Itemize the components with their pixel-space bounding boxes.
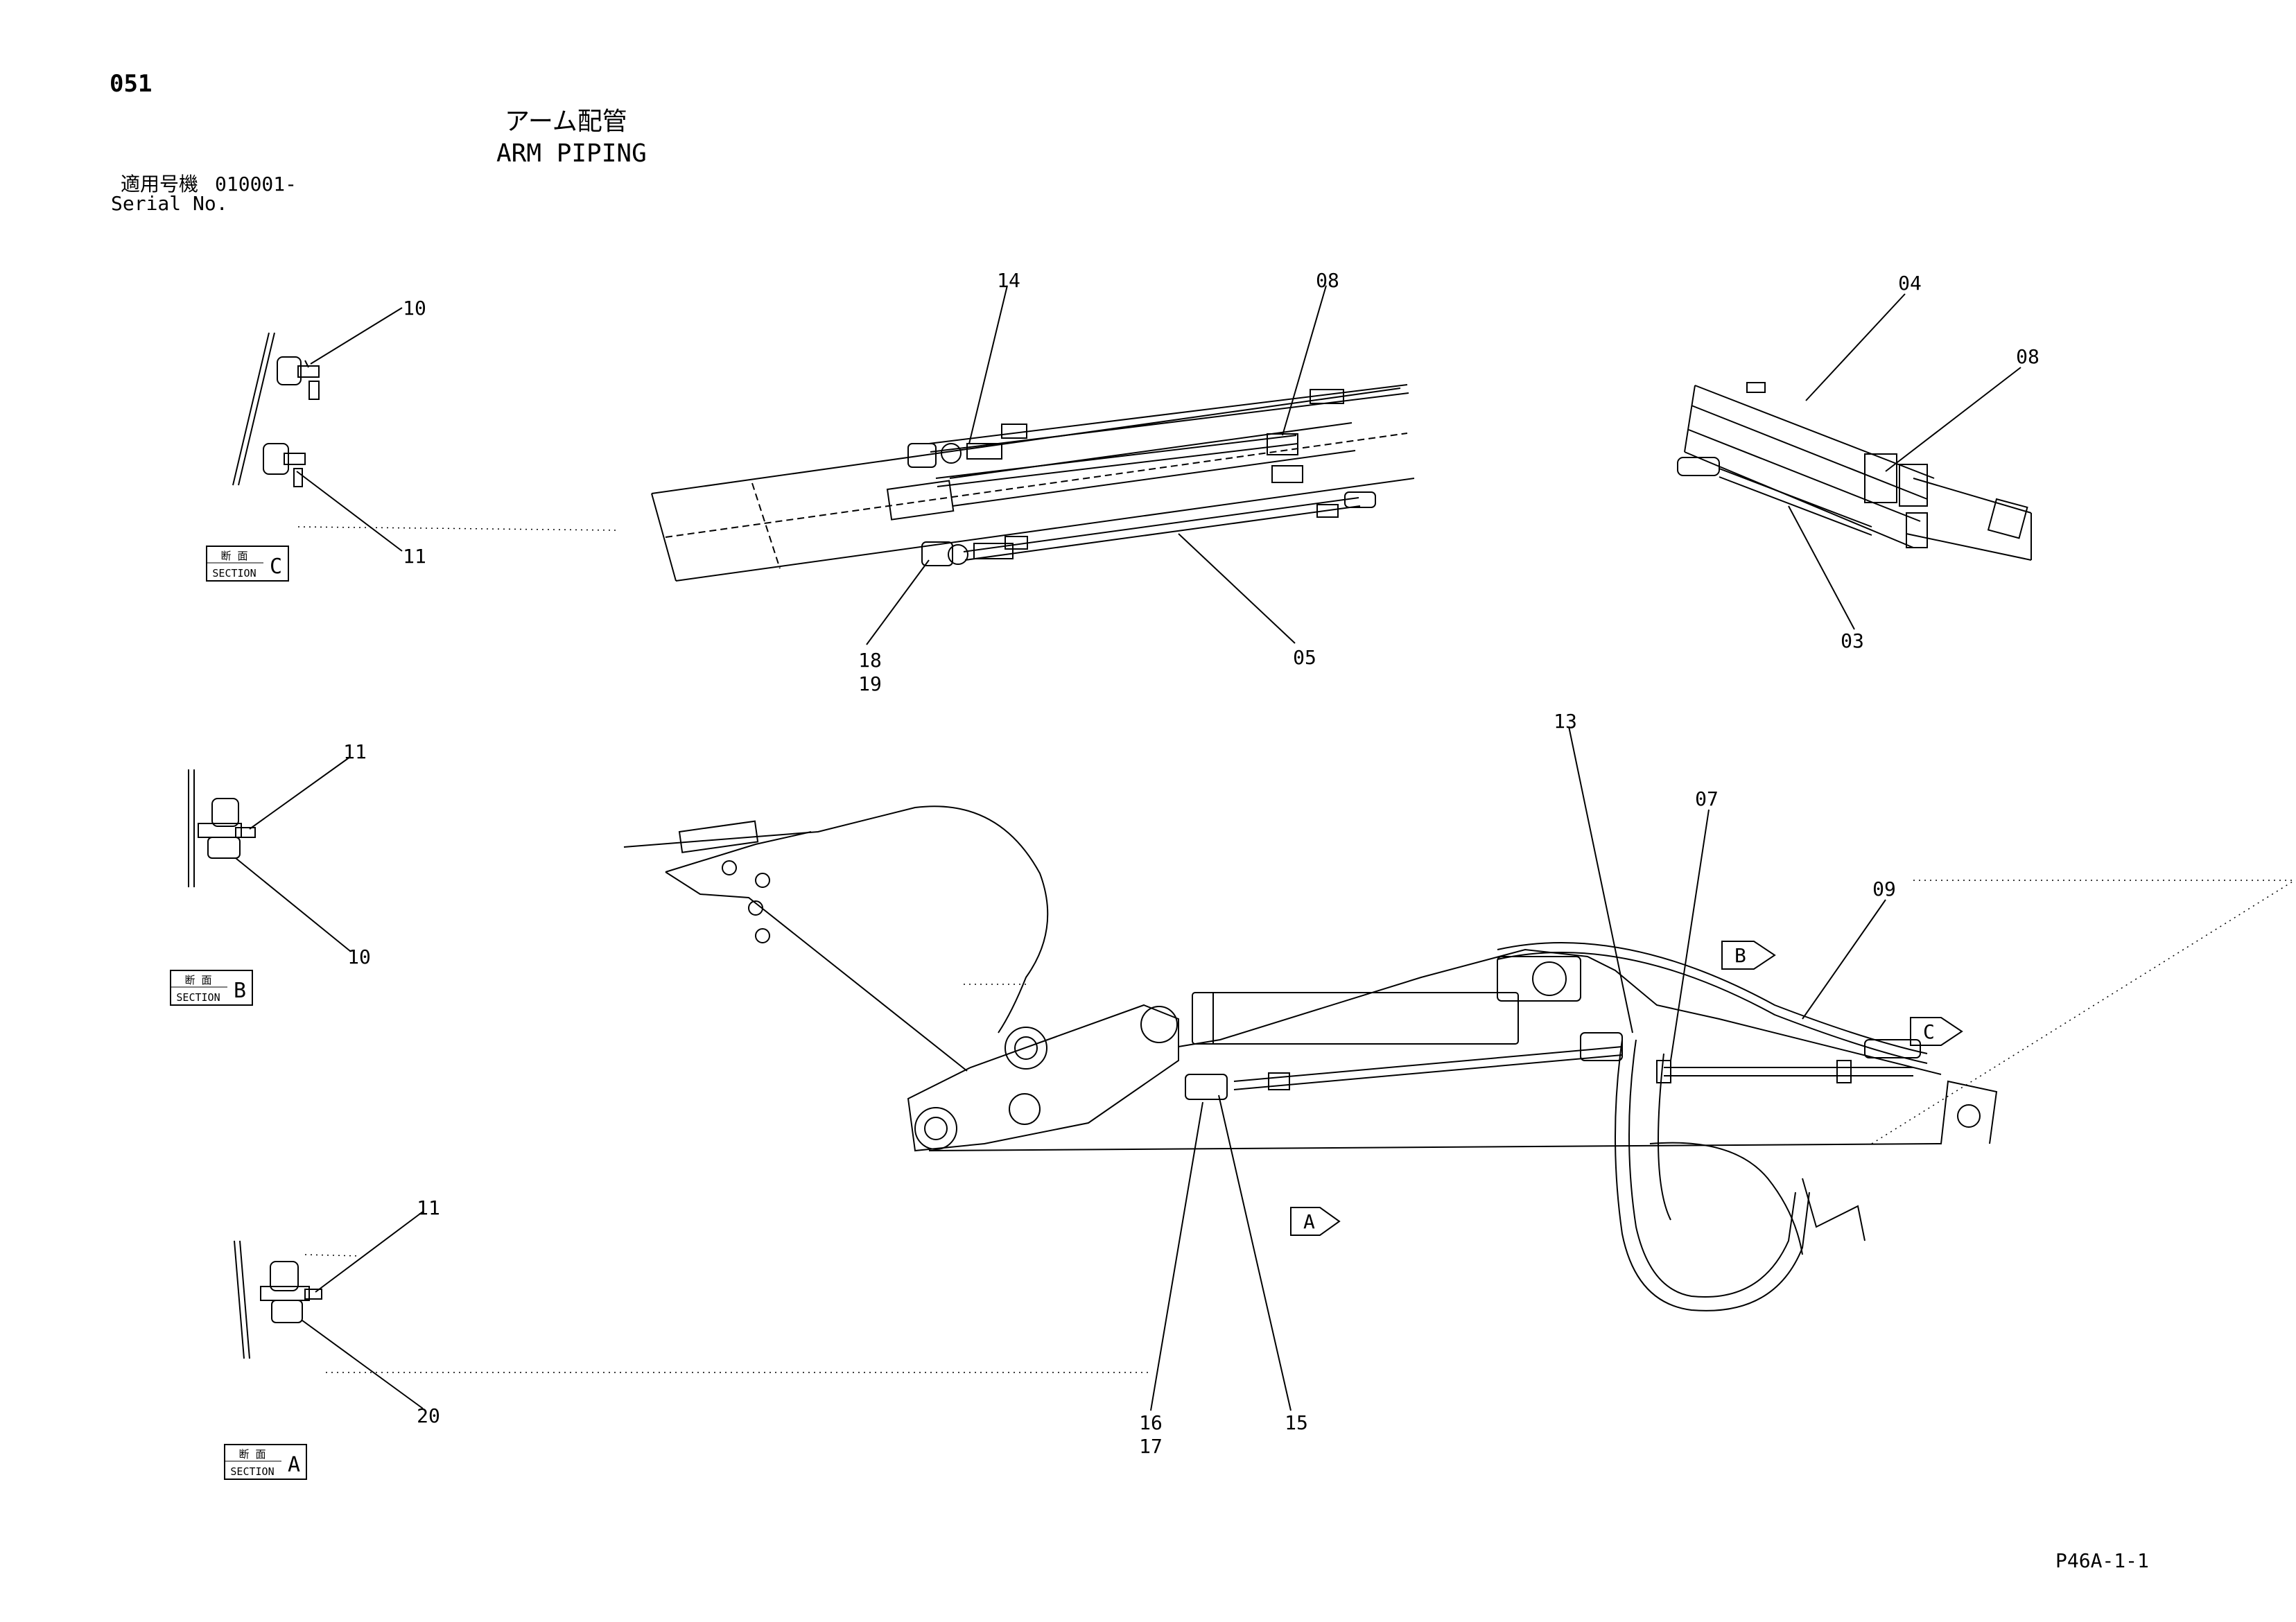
callout-07: 07 [1695,787,1719,810]
svg-text:SECTION: SECTION [212,567,256,579]
svg-text:C: C [270,555,282,579]
page-number: 051 [110,70,153,98]
callout-13: 13 [1554,710,1577,733]
arm-top-view [651,285,1415,645]
drawing-code: P46A-1-1 [2055,1549,2149,1572]
callout-09: 09 [1872,878,1896,900]
serial-range: 010001- [215,173,297,195]
view-marker-b-label: B [1734,944,1746,967]
callout-03: 03 [1841,629,1864,652]
section-c-detail [232,307,618,552]
section-a-detail [234,1211,1151,1409]
page-title: ARM PIPING [496,139,647,168]
view-marker-b [1721,941,1776,970]
callout-04: 04 [1898,272,1922,295]
arm-side-view [623,726,2295,1411]
callout-05: 05 [1293,646,1316,669]
section-b-detail [188,756,351,952]
title-japanese: アーム配管 [505,107,627,136]
view-markers [1290,941,1963,1236]
svg-text:断 面: 断 面 [238,1448,266,1460]
callout-b-11: 11 [343,740,367,763]
svg-text:B: B [234,979,246,1003]
view-marker-c [1910,1017,1963,1046]
serial-label: Serial No. [111,192,228,215]
callout-15: 15 [1285,1411,1308,1434]
callout-19: 19 [858,672,882,695]
callout-a-20: 20 [417,1404,440,1427]
section-label-a: 断 面 SECTION A [224,1444,307,1480]
callout-17: 17 [1139,1435,1163,1458]
arm-end-view [1677,293,2032,630]
svg-text:A: A [288,1453,300,1477]
callout-numbers: 10 11 11 10 11 20 14 08 18 19 05 04 08 0… [343,269,2040,1458]
view-marker-c-label: C [1923,1020,1935,1043]
svg-text:断 面: 断 面 [220,550,247,562]
callout-c-11: 11 [403,545,426,568]
view-marker-a-label: A [1303,1210,1315,1233]
callout-16: 16 [1139,1411,1163,1434]
svg-text:SECTION: SECTION [176,991,220,1004]
svg-text:断 面: 断 面 [184,974,211,986]
callout-a-11: 11 [417,1196,440,1219]
view-marker-a [1290,1207,1341,1236]
section-label-c: 断 面 SECTION C [206,546,289,582]
callout-c-10: 10 [403,297,426,320]
callout-08-top: 08 [1316,269,1339,292]
callout-18: 18 [858,649,882,672]
svg-text:SECTION: SECTION [230,1465,274,1478]
callout-14: 14 [997,269,1020,292]
callout-b-10: 10 [347,945,371,968]
callout-08-right: 08 [2016,345,2040,368]
serial-label-japanese: 適用号機 [121,173,199,195]
section-label-b: 断 面 SECTION B [170,970,253,1006]
